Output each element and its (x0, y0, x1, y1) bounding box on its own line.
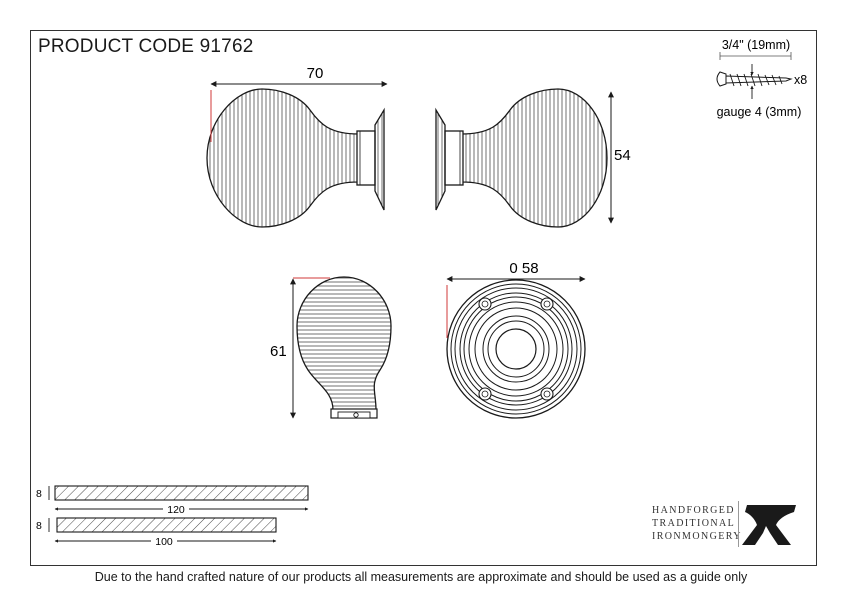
dimension-rose-diameter: 0 58 (446, 260, 586, 338)
spindle-short-thickness: 8 (36, 520, 42, 532)
screw-quantity-label: x8 (794, 73, 807, 87)
footer-disclaimer: Due to the hand crafted nature of our pr… (94, 570, 748, 584)
front-view-knob (296, 276, 392, 419)
brand-line-1: HANDFORGED (652, 505, 735, 516)
brand-line-3: IRONMONGERY (652, 531, 742, 542)
dimension-side-height: 54 (608, 91, 631, 224)
spindle-long-thickness: 8 (36, 488, 42, 500)
drawing-frame (30, 30, 817, 566)
brand-divider (738, 501, 739, 547)
spindle-long: 8 120 (36, 485, 309, 516)
product-code-title: PRODUCT CODE 91762 (38, 36, 254, 57)
brand-wordmark: HANDFORGED TRADITIONAL IRONMONGERY (652, 504, 742, 543)
side-view-knob-right (435, 88, 608, 228)
spindle-long-length: 120 (167, 504, 185, 516)
dimension-side-length-label: 70 (307, 65, 324, 82)
rose-plan-view (446, 279, 586, 419)
screw-icon (716, 71, 793, 87)
side-view-knob-left (206, 88, 385, 228)
anvil-logo (742, 505, 796, 545)
screw-length-label: 3/4" (19mm) (722, 38, 790, 52)
spindle-short-length: 100 (155, 536, 173, 548)
dimension-side-length: 70 (210, 65, 388, 142)
screw-detail: 3/4" (19mm) x8 gauge 4 (3mm) (716, 38, 807, 119)
spindle-short: 8 100 (36, 517, 277, 548)
dimension-side-height-label: 54 (614, 147, 631, 164)
dimension-front-height: 61 (270, 277, 330, 419)
screw-gauge-label: gauge 4 (3mm) (717, 105, 802, 119)
dimension-rose-diameter-label: 0 58 (509, 260, 538, 277)
dimension-front-height-label: 61 (270, 343, 287, 360)
brand-line-2: TRADITIONAL (652, 518, 736, 529)
